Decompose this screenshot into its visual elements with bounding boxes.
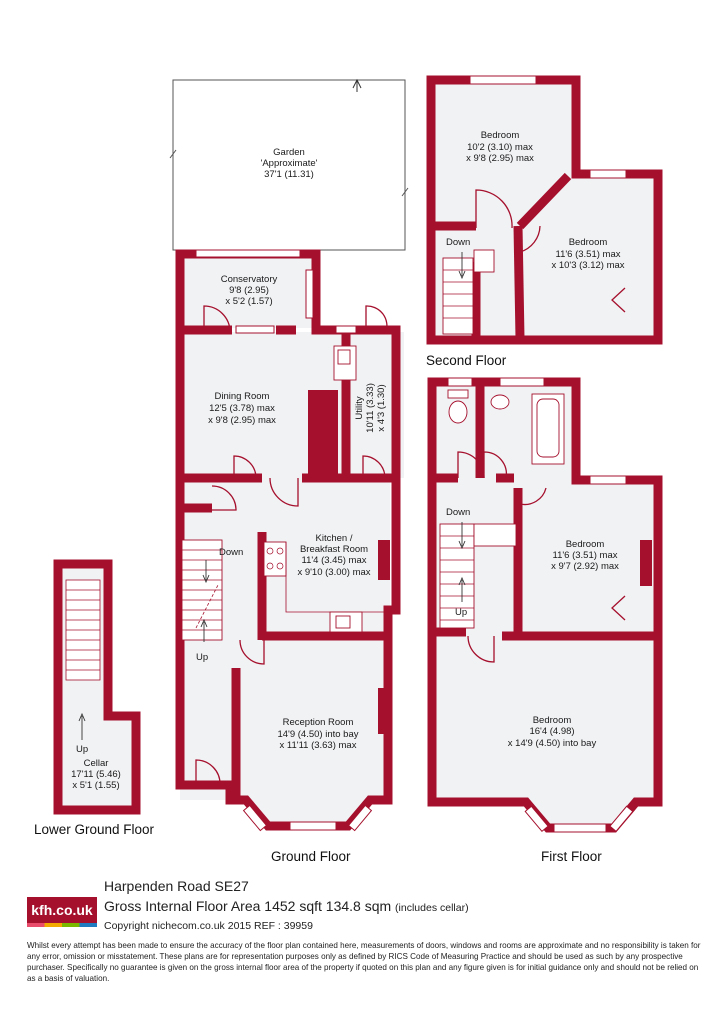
conservatory-label: Conservatory — [221, 274, 278, 285]
second-floor-plan — [426, 75, 663, 345]
copyright-reference: Copyright nichecom.co.uk 2015 REF : 3995… — [104, 920, 313, 932]
ground-floor-title: Ground Floor — [271, 849, 351, 864]
gross-area-value: Gross Internal Floor Area 1452 sqft 134.… — [104, 898, 392, 914]
stairs-up-label-ground: Up — [196, 652, 208, 663]
svg-text:37'1 (11.31): 37'1 (11.31) — [264, 169, 314, 180]
svg-text:'Approximate': 'Approximate' — [261, 158, 318, 169]
property-address: Harpenden Road SE27 — [104, 878, 249, 894]
svg-text:16'4 (4.98): 16'4 (4.98) — [529, 726, 574, 737]
svg-text:x 11'11 (3.63) max: x 11'11 (3.63) max — [280, 740, 357, 751]
svg-text:Utility: Utility — [354, 396, 365, 419]
gross-area: Gross Internal Floor Area 1452 sqft 134.… — [104, 898, 469, 914]
disclaimer-text: Whilst every attempt has been made to en… — [27, 941, 701, 983]
svg-text:x 9'10 (3.00) max: x 9'10 (3.00) max — [297, 567, 370, 578]
ground-floor-plan — [175, 249, 404, 832]
room-labels: Garden 'Approximate' 37'1 (11.31) Conser… — [71, 130, 625, 791]
svg-text:x 9'8 (2.95) max: x 9'8 (2.95) max — [208, 415, 276, 426]
svg-text:14'9 (4.50) into bay: 14'9 (4.50) into bay — [277, 729, 358, 740]
first-floor-plan — [427, 377, 663, 833]
stairs-up-label-cellar: Up — [76, 744, 88, 755]
garden-label: Garden — [273, 147, 305, 158]
first-floor-title: First Floor — [541, 849, 602, 864]
agency-logo: kfh.co.uk — [27, 897, 97, 927]
cellar-plan — [53, 559, 141, 815]
svg-text:x 4'3 (1.30): x 4'3 (1.30) — [376, 384, 387, 431]
svg-text:11'6 (3.51) max: 11'6 (3.51) max — [552, 550, 617, 561]
reception-room-label: Reception Room — [283, 717, 354, 728]
stairs-down-label-ground: Down — [219, 547, 243, 558]
svg-text:9'8 (2.95): 9'8 (2.95) — [229, 285, 269, 296]
svg-text:Breakfast Room: Breakfast Room — [300, 544, 368, 555]
svg-text:x 5'1 (1.55): x 5'1 (1.55) — [72, 780, 119, 791]
svg-text:10'2 (3.10) max: 10'2 (3.10) max — [467, 142, 533, 153]
bedroom-first-b-label: Bedroom — [533, 715, 572, 726]
dining-room-label: Dining Room — [215, 391, 270, 402]
svg-text:x 14'9 (4.50) into bay: x 14'9 (4.50) into bay — [508, 738, 597, 749]
stairs-up-label-first: Up — [455, 607, 467, 618]
cellar-label: Cellar — [84, 758, 109, 769]
stairs-down-label-second: Down — [446, 237, 470, 248]
svg-text:x 5'2 (1.57): x 5'2 (1.57) — [225, 296, 272, 307]
svg-text:x 10'3 (3.12) max: x 10'3 (3.12) max — [551, 260, 624, 271]
svg-text:x 9'8 (2.95) max: x 9'8 (2.95) max — [466, 153, 534, 164]
svg-text:12'5 (3.78) max: 12'5 (3.78) max — [209, 403, 275, 414]
second-floor-title: Second Floor — [426, 353, 507, 368]
svg-text:11'6 (3.51) max: 11'6 (3.51) max — [555, 249, 620, 260]
gross-area-note: (includes cellar) — [395, 902, 469, 914]
bedroom-second-b-label: Bedroom — [569, 237, 608, 248]
svg-text:11'4 (3.45) max: 11'4 (3.45) max — [301, 555, 366, 566]
lower-ground-floor-title: Lower Ground Floor — [34, 822, 155, 837]
logo-colour-bar — [27, 923, 97, 927]
garden-area — [169, 78, 409, 251]
utility-label: Utility 10'11 (3.33) x 4'3 (1.30) — [354, 383, 387, 433]
svg-text:x 9'7 (2.92) max: x 9'7 (2.92) max — [551, 561, 619, 572]
bedroom-first-a-label: Bedroom — [566, 539, 605, 550]
svg-text:10'11 (3.33): 10'11 (3.33) — [365, 383, 376, 433]
bedroom-second-a-label: Bedroom — [481, 130, 520, 141]
floor-plan: Garden 'Approximate' 37'1 (11.31) Conser… — [34, 75, 663, 864]
stairs-down-label-first: Down — [446, 507, 470, 518]
kitchen-label: Kitchen / — [316, 533, 353, 544]
svg-text:17'11 (5.46): 17'11 (5.46) — [71, 769, 121, 780]
